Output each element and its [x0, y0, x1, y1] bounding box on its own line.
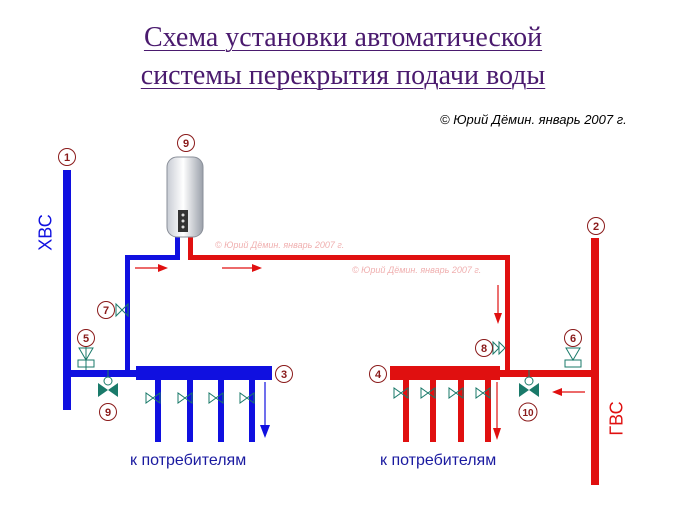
valve-icon: [77, 345, 95, 370]
svg-text:9: 9: [183, 138, 189, 150]
title-line-1: Схема установки автоматической: [143, 22, 543, 53]
cold-flow-arrow-down: [260, 425, 270, 438]
check-valve-icon: [115, 302, 129, 318]
marker-8: 8: [475, 339, 493, 357]
watermark-2: © Юрий Дёмин. январь 2007 г.: [352, 265, 481, 275]
marker-9-heater: 9: [177, 134, 195, 152]
marker-1: 1: [58, 148, 76, 166]
valve-icon: [564, 347, 582, 368]
hot-water-network: [188, 237, 599, 485]
svg-text:6: 6: [570, 333, 576, 345]
hot-main-riser: [591, 238, 599, 485]
marker-10: 10: [518, 402, 538, 422]
hot-heater-outlet: [188, 237, 193, 260]
svg-text:4: 4: [375, 369, 382, 381]
svg-text:9: 9: [105, 407, 111, 419]
cold-outlet-2: [187, 380, 193, 442]
water-heater-icon: [166, 156, 204, 238]
cold-water-label: ХВС: [35, 214, 56, 251]
consumers-label-right: к потребителям: [380, 452, 497, 469]
cold-manifold: [136, 366, 272, 380]
svg-text:1: 1: [64, 152, 70, 164]
hot-water-label: ГВС: [606, 401, 627, 436]
ball-valve-icon: [519, 370, 539, 397]
svg-text:5: 5: [83, 333, 89, 345]
marker-3: 3: [275, 365, 293, 383]
svg-text:10: 10: [522, 408, 534, 419]
ball-valve-icon: [98, 370, 118, 397]
cold-outlet-3: [218, 380, 224, 442]
svg-text:3: 3: [281, 369, 287, 381]
cold-outlet-4: [249, 380, 255, 442]
hot-branch-pipe: [500, 370, 599, 377]
svg-text:8: 8: [481, 343, 487, 355]
hot-supply-line: [188, 255, 510, 260]
watermark-1: © Юрий Дёмин. январь 2007 г.: [215, 240, 344, 250]
marker-4: 4: [369, 365, 387, 383]
svg-text:7: 7: [103, 305, 109, 317]
cold-outlet-1: [155, 380, 161, 442]
hot-outlet-3: [458, 380, 464, 442]
hot-outlet-2: [430, 380, 436, 442]
cold-heater-inlet: [175, 237, 180, 260]
hot-outlet-1: [403, 380, 409, 442]
cold-main-riser: [63, 170, 71, 410]
hot-outlet-4: [485, 380, 491, 442]
hot-supply-riser: [505, 255, 510, 370]
cold-heater-feed: [125, 255, 179, 260]
outlet-valves: [145, 387, 491, 404]
check-valve-icon: [492, 340, 506, 356]
svg-text:2: 2: [593, 221, 599, 233]
marker-6: 6: [564, 329, 582, 347]
cold-branch-pipe: [63, 370, 143, 377]
marker-9-valve: 9: [99, 403, 117, 421]
marker-5: 5: [77, 329, 95, 347]
title-line-2: системы перекрытия подачи воды: [140, 60, 546, 91]
copyright-text: © Юрий Дёмин. январь 2007 г.: [440, 112, 627, 127]
hot-manifold: [390, 366, 500, 380]
marker-7: 7: [97, 301, 115, 319]
marker-2: 2: [587, 217, 605, 235]
consumers-label-left: к потребителям: [130, 452, 247, 469]
